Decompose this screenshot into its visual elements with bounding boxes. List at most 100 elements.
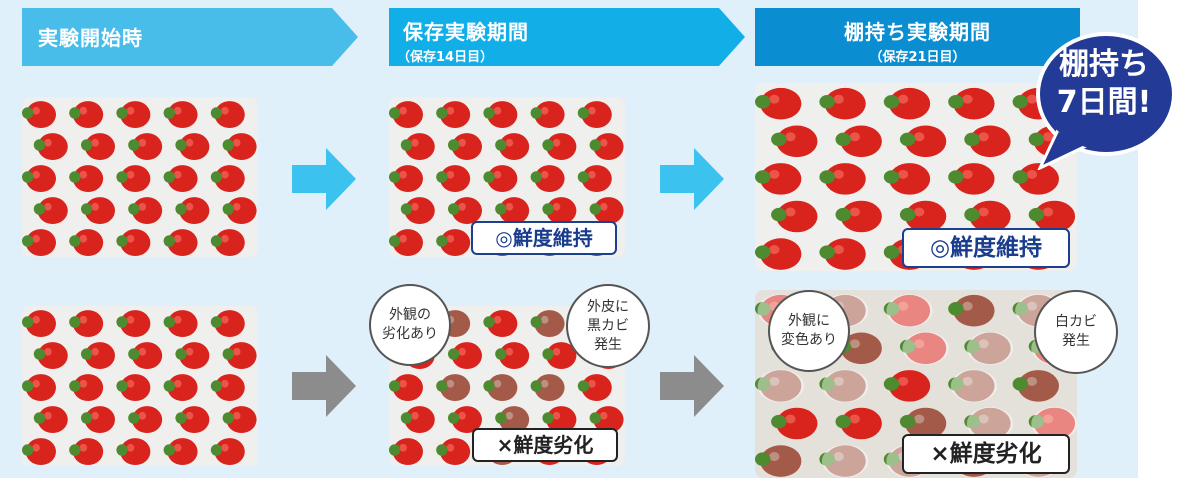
strawberry-icon — [389, 374, 423, 402]
strawberry-icon — [577, 374, 612, 402]
strawberry-icon — [69, 438, 104, 466]
strawberry-icon — [175, 342, 210, 370]
strawberry-icon — [69, 374, 104, 402]
strawberry-icon — [163, 374, 198, 402]
strawberry-icon — [22, 310, 56, 338]
strawberry-icon — [755, 163, 802, 195]
note-bubble: 外皮に黒カビ発生 — [566, 284, 650, 368]
strawberry-icon — [964, 200, 1011, 233]
stage-subtitle: （保存14日目） — [397, 50, 494, 65]
note-line: 発生 — [1062, 333, 1090, 349]
strawberry-icon — [81, 197, 115, 225]
strawberry-icon — [964, 125, 1011, 158]
note-line: 外皮に — [587, 298, 629, 315]
strawberry-icon — [163, 438, 198, 466]
strawberry-icon — [771, 200, 818, 233]
strawberry-icon — [210, 101, 245, 129]
strawberry-icon — [116, 438, 151, 466]
strawberry-icon — [771, 125, 818, 158]
strawberry-icon — [495, 133, 530, 161]
strawberry-icon — [116, 310, 151, 338]
strawberry-icon — [175, 133, 210, 161]
note-line: 発生 — [594, 336, 622, 353]
note-line: 変色あり — [781, 332, 837, 348]
strawberry-icon — [883, 163, 931, 195]
strawberry-icon — [389, 101, 423, 129]
strawberry-icon — [948, 369, 998, 403]
strawberry-icon — [116, 374, 151, 402]
strawberry-icon — [483, 165, 518, 193]
strawberry-icon — [33, 406, 68, 434]
strawberry-icon — [436, 229, 471, 257]
stage-subtitle: （保存21日目） — [869, 50, 966, 65]
strawberry-icon — [835, 407, 882, 440]
freshness-kept-badge: ◎鮮度維持 — [471, 221, 617, 255]
strawberry-icon — [222, 406, 257, 434]
callout-line: 棚持ち — [1059, 47, 1149, 82]
strawberry-icon — [448, 197, 482, 225]
strawberry-icon — [400, 197, 435, 225]
strawberry-icon — [530, 310, 565, 338]
strawberry-icon — [210, 438, 245, 466]
stage-header-storage: 保存実験期間 （保存14日目） — [389, 8, 719, 66]
strawberry-icon — [819, 444, 869, 478]
strawberry-icon — [22, 229, 56, 257]
strawberry-icon — [33, 197, 68, 225]
strawberry-icon — [495, 406, 530, 434]
strawberry-icon — [589, 406, 624, 434]
strawberry-icon — [175, 197, 210, 225]
strawberry-grid — [22, 97, 258, 257]
strawberry-icon — [755, 445, 802, 477]
strawberry-photo-row2-start — [22, 306, 258, 466]
strawberry-icon — [163, 101, 198, 129]
freshness-lost-badge: ×鮮度劣化 — [472, 428, 618, 462]
strawberry-icon — [436, 101, 471, 129]
strawberry-icon — [400, 133, 435, 161]
strawberry-icon — [210, 310, 245, 338]
strawberry-icon — [819, 238, 866, 270]
strawberry-icon — [448, 133, 482, 161]
strawberry-icon — [883, 294, 933, 328]
strawberry-icon — [542, 406, 577, 434]
freshness-kept-badge: ◎鮮度維持 — [902, 228, 1070, 268]
strawberry-icon — [69, 101, 104, 129]
strawberry-icon — [495, 342, 530, 370]
strawberry-icon — [819, 369, 869, 403]
strawberry-icon — [222, 133, 257, 161]
arrow-right-icon — [660, 355, 724, 417]
strawberry-icon — [483, 310, 518, 338]
strawberry-icon — [964, 406, 1014, 441]
strawberry-icon — [22, 438, 56, 466]
strawberry-icon — [210, 165, 245, 193]
strawberry-icon — [210, 374, 245, 402]
strawberry-icon — [899, 407, 947, 440]
strawberry-icon — [163, 229, 198, 257]
strawberry-icon — [69, 165, 104, 193]
stage-header-start: 実験開始時 — [22, 8, 332, 66]
strawberry-icon — [400, 406, 435, 434]
strawberry-icon — [1028, 200, 1076, 233]
strawberry-icon — [69, 310, 104, 338]
strawberry-icon — [448, 406, 482, 434]
strawberry-icon — [222, 342, 257, 370]
note-line: 黒カビ — [587, 317, 629, 334]
callout-text: 棚持ち 7日間! — [1030, 46, 1178, 122]
strawberry-icon — [589, 197, 624, 225]
strawberry-icon — [771, 407, 818, 440]
strawberry-icon — [22, 374, 56, 402]
strawberry-icon — [542, 342, 577, 370]
strawberry-icon — [116, 101, 151, 129]
stage-title: 棚持ち実験期間 — [844, 20, 991, 44]
strawberry-icon — [542, 133, 577, 161]
strawberry-icon — [175, 406, 210, 434]
stage-title: 実験開始時 — [38, 26, 143, 50]
strawberry-icon — [819, 163, 866, 195]
strawberry-icon — [436, 438, 471, 466]
strawberry-icon — [33, 342, 68, 370]
strawberry-icon — [948, 294, 995, 327]
strawberry-icon — [128, 406, 163, 434]
strawberry-icon — [542, 197, 577, 225]
strawberry-icon — [883, 370, 931, 402]
strawberry-icon — [210, 229, 245, 257]
stage-header-shelf: 棚持ち実験期間 （保存21日目） — [755, 8, 1080, 66]
